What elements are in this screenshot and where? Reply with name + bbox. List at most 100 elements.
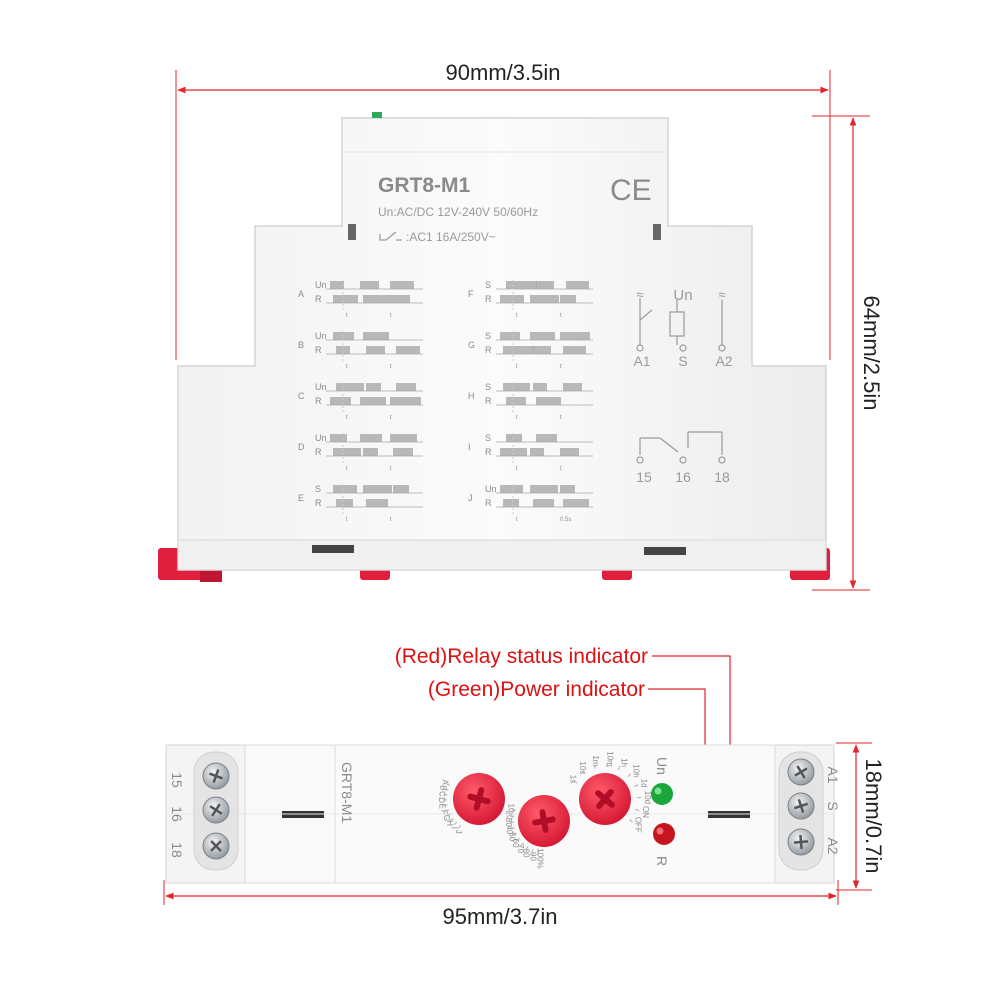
signal-label: S xyxy=(485,331,491,341)
signal-label: R xyxy=(485,294,492,304)
dimension-width-bottom: 95mm/3.7in xyxy=(163,880,839,929)
dial-label: D xyxy=(437,797,446,803)
percent-knob[interactable] xyxy=(518,795,570,847)
dial-label: 10m xyxy=(605,751,614,767)
terminal-screws xyxy=(202,758,815,860)
time-mark: t xyxy=(346,466,348,472)
wiring-schematic xyxy=(636,298,726,464)
relay-front-view: GRT8-M1 CE Un:AC/DC 12V-240V 50/60Hz :AC… xyxy=(158,112,830,582)
screw-icon[interactable] xyxy=(202,796,230,824)
led-relay-label: R xyxy=(654,856,670,866)
dial-label: 10 xyxy=(506,804,515,813)
power-led xyxy=(651,783,673,805)
time-mark: t xyxy=(390,517,392,523)
mode-letter: H xyxy=(468,391,475,401)
function-knob[interactable] xyxy=(453,773,505,825)
dial-label: 1d xyxy=(640,779,649,788)
dial-label: 30 xyxy=(504,818,513,827)
relay-status-led xyxy=(653,823,675,845)
signal-label: R xyxy=(315,396,322,406)
terminal-16-label: 16 xyxy=(675,469,691,485)
mode-letter: F xyxy=(468,289,474,299)
terminal-15-label: 15 xyxy=(636,469,652,485)
top-terminal-a1: A1 xyxy=(825,766,841,783)
terminal-a2-label: A2 xyxy=(715,353,732,369)
signal-label: S xyxy=(485,280,491,290)
time-mark: t xyxy=(560,466,562,472)
dial-label: ON xyxy=(641,806,650,818)
signal-label: R xyxy=(485,345,492,355)
signal-label: R xyxy=(315,498,322,508)
ce-mark: CE xyxy=(610,174,652,207)
dial-label: 50 xyxy=(507,832,516,841)
screw-icon[interactable] xyxy=(202,762,230,790)
time-mark: t xyxy=(390,415,392,421)
time-mark: t xyxy=(560,364,562,370)
time-mark: t xyxy=(516,517,518,523)
signal-label: S xyxy=(485,433,491,443)
time-mark: t xyxy=(516,415,518,421)
time-mark: 0.5s xyxy=(560,517,571,523)
signal-label: Un xyxy=(315,331,327,341)
led-power-label: Un xyxy=(654,757,670,775)
dial-label: J xyxy=(454,830,463,834)
screw-icon[interactable] xyxy=(787,758,815,786)
top-terminal-18: 18 xyxy=(169,842,185,858)
relay-status-led-highlight xyxy=(656,827,664,835)
time-mark: t xyxy=(346,415,348,421)
signal-label: Un xyxy=(315,433,327,443)
signal-label: R xyxy=(315,447,322,457)
mode-letter: B xyxy=(298,340,304,350)
front-model-label: GRT8-M1 xyxy=(378,174,470,197)
ac-symbol-left: ≈ xyxy=(636,287,643,302)
supply-label: Un xyxy=(673,287,692,304)
screw-icon[interactable] xyxy=(202,832,230,860)
range-knob[interactable] xyxy=(579,773,631,825)
time-mark: t xyxy=(346,364,348,370)
signal-label: R xyxy=(485,396,492,406)
terminal-a1-label: A1 xyxy=(633,353,650,369)
mode-letter: J xyxy=(468,493,473,503)
power-led-highlight xyxy=(654,787,662,795)
dimension-width-top: 90mm/3.5in xyxy=(175,60,831,360)
dial-label: F xyxy=(439,810,448,815)
dial-label: 70 xyxy=(516,844,525,853)
time-mark: t xyxy=(346,517,348,523)
mode-letter: C xyxy=(298,391,305,401)
callout-relay-status-label: (Red)Relay status indicator xyxy=(395,645,648,668)
dial-label: 80 xyxy=(522,849,531,858)
ac-symbol-right: ≈ xyxy=(718,287,725,302)
contact-rating: :AC1 16A/250V~ xyxy=(406,230,496,244)
top-terminal-16: 16 xyxy=(169,806,185,822)
dial-label: 1h xyxy=(620,758,629,767)
screw-icon[interactable] xyxy=(787,828,815,856)
dimension-height-bottom: 18mm/0.7in xyxy=(836,742,886,891)
screw-icon[interactable] xyxy=(787,792,815,820)
dial-label: 10h xyxy=(632,764,641,777)
signal-label: R xyxy=(315,345,322,355)
top-model-label: GRT8-M1 xyxy=(339,762,355,823)
dimension-height-top: 64mm/2.5in xyxy=(812,115,884,591)
callout-power-label: (Green)Power indicator xyxy=(428,678,645,701)
dial-label: I xyxy=(449,827,458,829)
dial-label: E xyxy=(438,804,447,809)
dial-label: 90 xyxy=(528,852,537,861)
contact-symbol-icon xyxy=(379,231,402,241)
signal-label: Un xyxy=(485,484,497,494)
terminal-18-label: 18 xyxy=(714,469,730,485)
dimension-height-bottom-label: 18mm/0.7in xyxy=(861,759,886,874)
signal-label: R xyxy=(315,294,322,304)
signal-label: R xyxy=(485,498,492,508)
